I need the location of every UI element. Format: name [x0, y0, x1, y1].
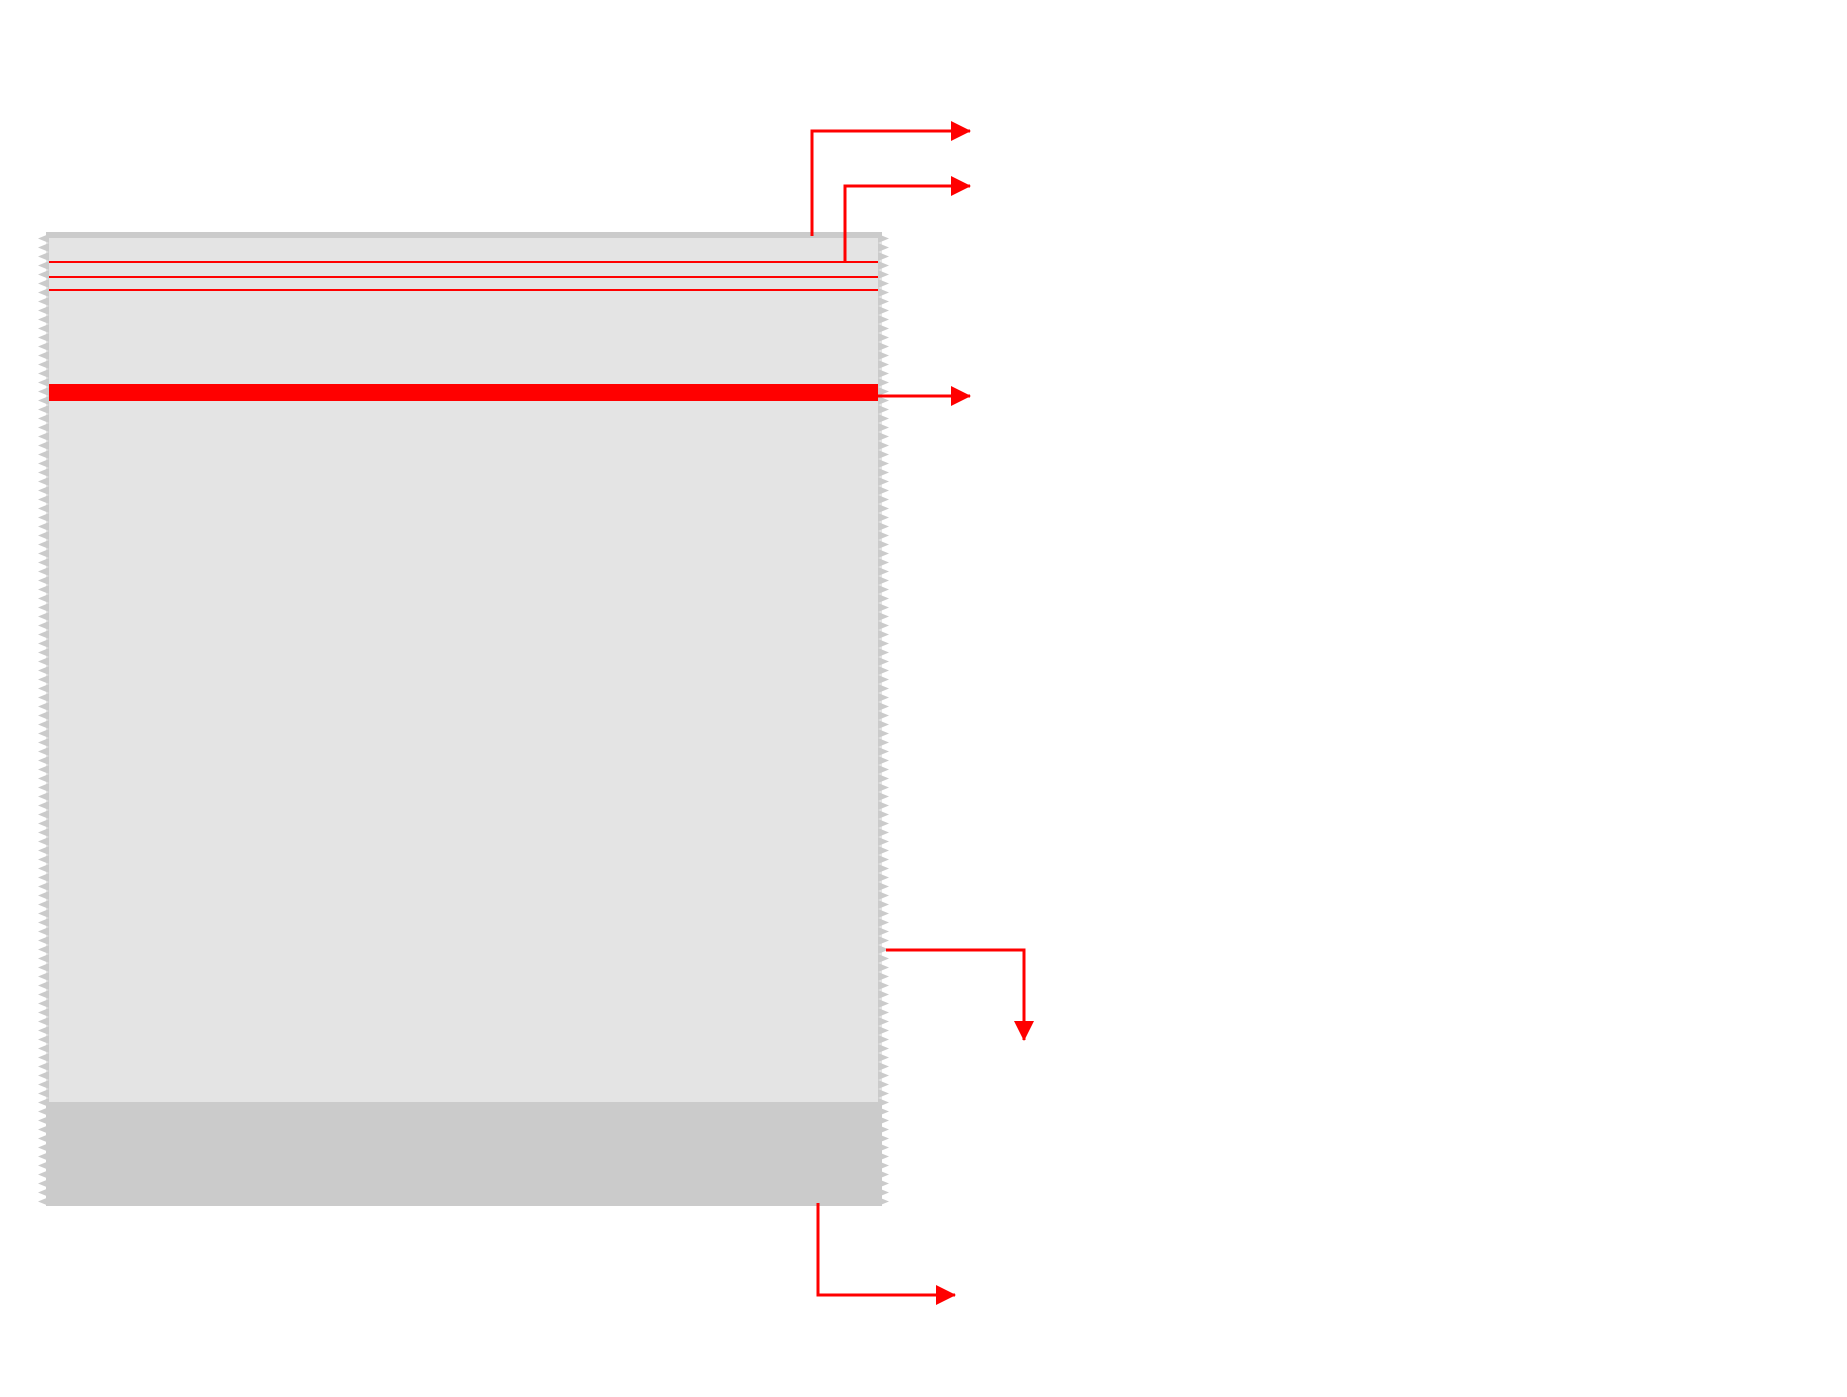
zipper-strip	[49, 384, 878, 401]
pouch-body	[46, 238, 882, 1102]
serrated-side-edge-right	[878, 234, 889, 1206]
serrated-side-edge-left	[38, 234, 49, 1206]
pouch-top-seal-border	[46, 232, 882, 239]
tear-line-set	[49, 261, 878, 291]
callout-connector-top-seal	[810, 121, 971, 236]
bottom-gusset	[46, 1102, 882, 1206]
callout-connector-side-seal	[886, 948, 1034, 1041]
serrated-edge-left-path	[38, 234, 49, 1206]
serrated-edge-right-path	[878, 234, 889, 1206]
callout-connectors	[810, 121, 1034, 1305]
pouch	[38, 232, 889, 1206]
callout-connector-bottom-gusset	[816, 1203, 956, 1305]
callout-connector-tear-line	[843, 176, 971, 262]
